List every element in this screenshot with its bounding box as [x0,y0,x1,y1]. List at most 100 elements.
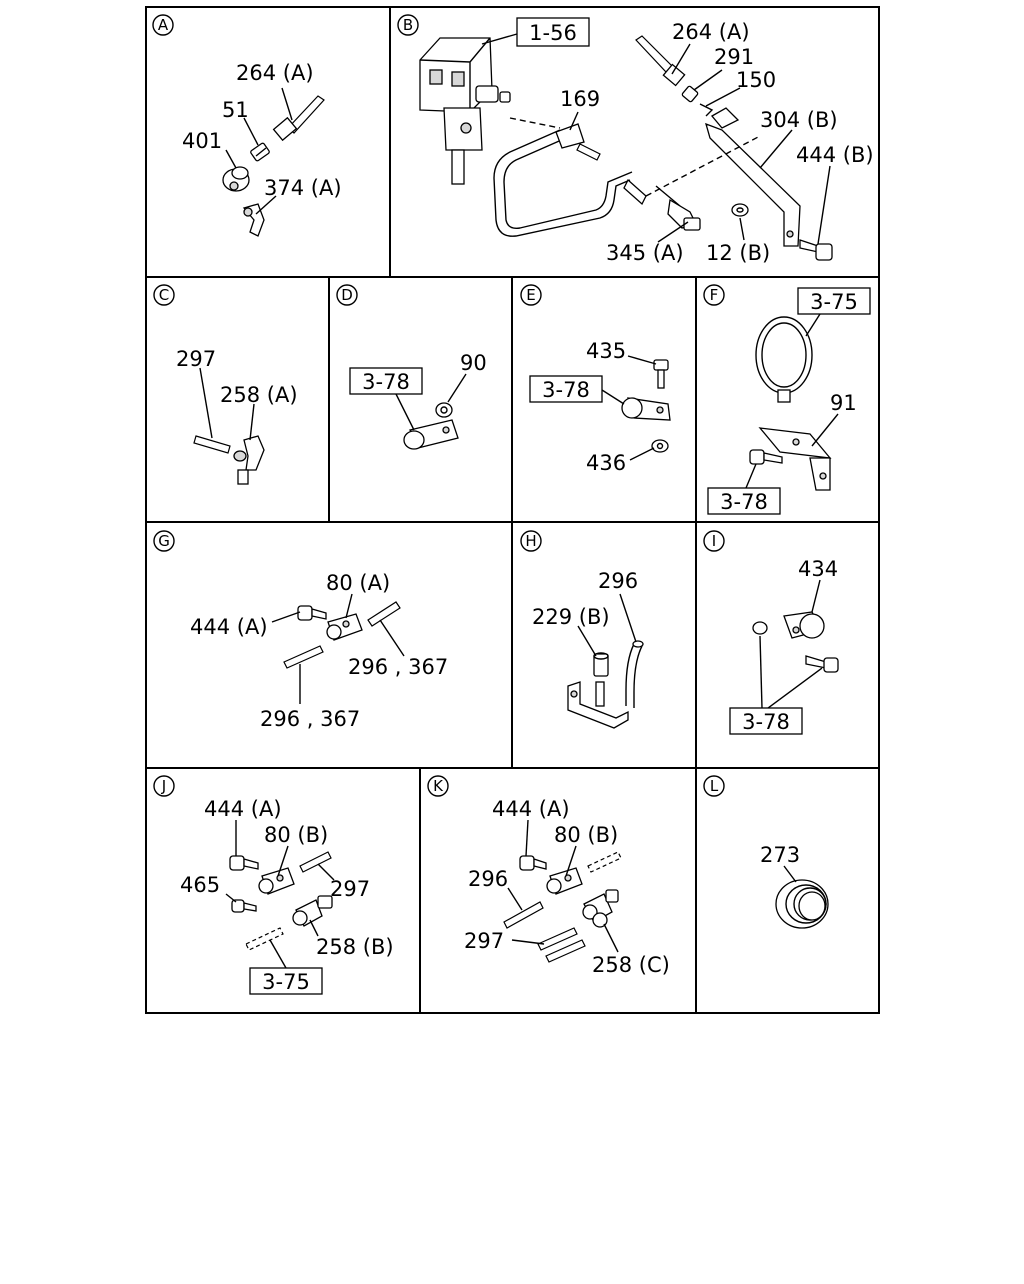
bolt-465 [231,899,257,913]
leader-465 [225,893,237,903]
hose-264a-b [635,35,686,87]
leader-296-k [507,887,523,911]
hose-296-h [625,640,644,708]
leader-401 [225,149,237,169]
leader-304b [759,129,793,169]
panel-letter: J [161,777,166,795]
panel-grid [145,6,880,1014]
label-297-j: 297 [330,877,370,901]
leader-3-78-b [767,667,823,709]
washer-12b [731,203,749,217]
label-296-367-b: 296 , 367 [260,707,360,731]
bolt-i [805,655,839,673]
panel-letter-circle [703,775,725,797]
leader-3-78 [601,389,625,405]
label-296-367-a: 296 , 367 [348,655,448,679]
label-51: 51 [222,98,249,122]
panel-letter-circle [153,530,175,552]
label-374a: 374 (A) [264,176,342,200]
panel-letter: E [526,286,535,304]
label-297-k: 297 [464,929,504,953]
nut-436 [651,439,669,453]
leader-435 [627,355,657,365]
tube-297-j [299,851,332,873]
ref-box-3-78 [729,707,803,735]
label-258a: 258 (A) [220,383,298,407]
leader-3-75-j [269,939,287,969]
label-465: 465 [180,873,220,897]
ref-3-75: 3-75 [810,290,858,314]
panel-letter: D [341,286,353,304]
ref-box-1-56 [516,17,590,47]
clamp-434 [783,611,825,639]
outer-frame [145,6,880,1014]
leader-258b [309,919,319,937]
label-444a-j: 444 (A) [204,797,282,821]
leader-229b [577,625,597,657]
panel-g: G 80 (A) 444 (A) 296 , 367 296 , 367 [153,530,448,731]
leader-374a [255,195,277,215]
label-258c: 258 (C) [592,953,670,977]
ref-3-78: 3-78 [362,370,410,394]
panel-d: D 3-78 90 [336,284,487,450]
panel-letter-circle [703,530,725,552]
label-304b: 304 (B) [760,108,838,132]
label-436: 436 [586,451,626,475]
panel-letter: C [159,286,169,304]
label-296-h: 296 [598,569,638,593]
leader-436 [629,447,655,461]
leader-444a-k [525,819,529,857]
label-264a: 264 (A) [236,61,314,85]
tube-296-upper [367,601,401,627]
label-80a: 80 (A) [326,571,390,595]
label-444a: 444 (A) [190,615,268,639]
ref-box-3-75 [797,287,871,315]
band-clamp-3-75 [755,316,813,403]
leader-91 [811,413,839,447]
panel-letter-circle [152,14,174,36]
bracket-h [567,681,629,729]
leader-80b-j [277,845,289,877]
leader-264a [281,87,293,121]
fitting-345a [655,185,701,231]
grommet-273 [775,879,829,929]
leader-444b [817,165,831,245]
panel-a: A 264 (A) 51 401 374 (A) [152,14,342,237]
washer-i [752,621,768,635]
tube-297 [193,435,231,454]
label-345a: 345 (A) [606,241,684,265]
elbow-258b [292,895,333,927]
leader-258a [249,403,255,441]
leader-297-j [317,863,335,881]
spacer-229b [593,652,609,677]
panel-l: L 273 [703,775,829,929]
panel-letter-circle [520,284,542,306]
bolt-444b [799,239,833,261]
label-434: 434 [798,557,838,581]
tee-80b-k [546,867,583,895]
panel-c: C 297 258 (A) [153,284,298,485]
leader-80a [345,593,353,619]
bolt-3-78 [749,449,783,465]
leader-3-78-a [759,635,763,709]
bolt-444a-g [297,605,327,621]
leader-12b [739,217,745,241]
leader-169 [569,111,579,131]
tube-297-k-b [545,939,586,963]
label-296-k: 296 [468,867,508,891]
ref-1-56: 1-56 [529,21,577,45]
label-297: 297 [176,347,216,371]
bolt-444a-j [229,855,259,871]
ref-3-78: 3-78 [720,490,768,514]
label-258b: 258 (B) [316,935,394,959]
bracket-91 [758,427,832,491]
bracket-304b [705,107,801,247]
clamp-3-78 [403,419,459,450]
leader-150 [705,87,741,107]
tube-dashed-k [587,851,622,873]
panel-e: E 3-78 435 436 [520,284,671,475]
elbow-401 [222,166,250,192]
label-12b: 12 (B) [706,241,770,265]
label-169: 169 [560,87,600,111]
bolt-435 [653,359,669,389]
